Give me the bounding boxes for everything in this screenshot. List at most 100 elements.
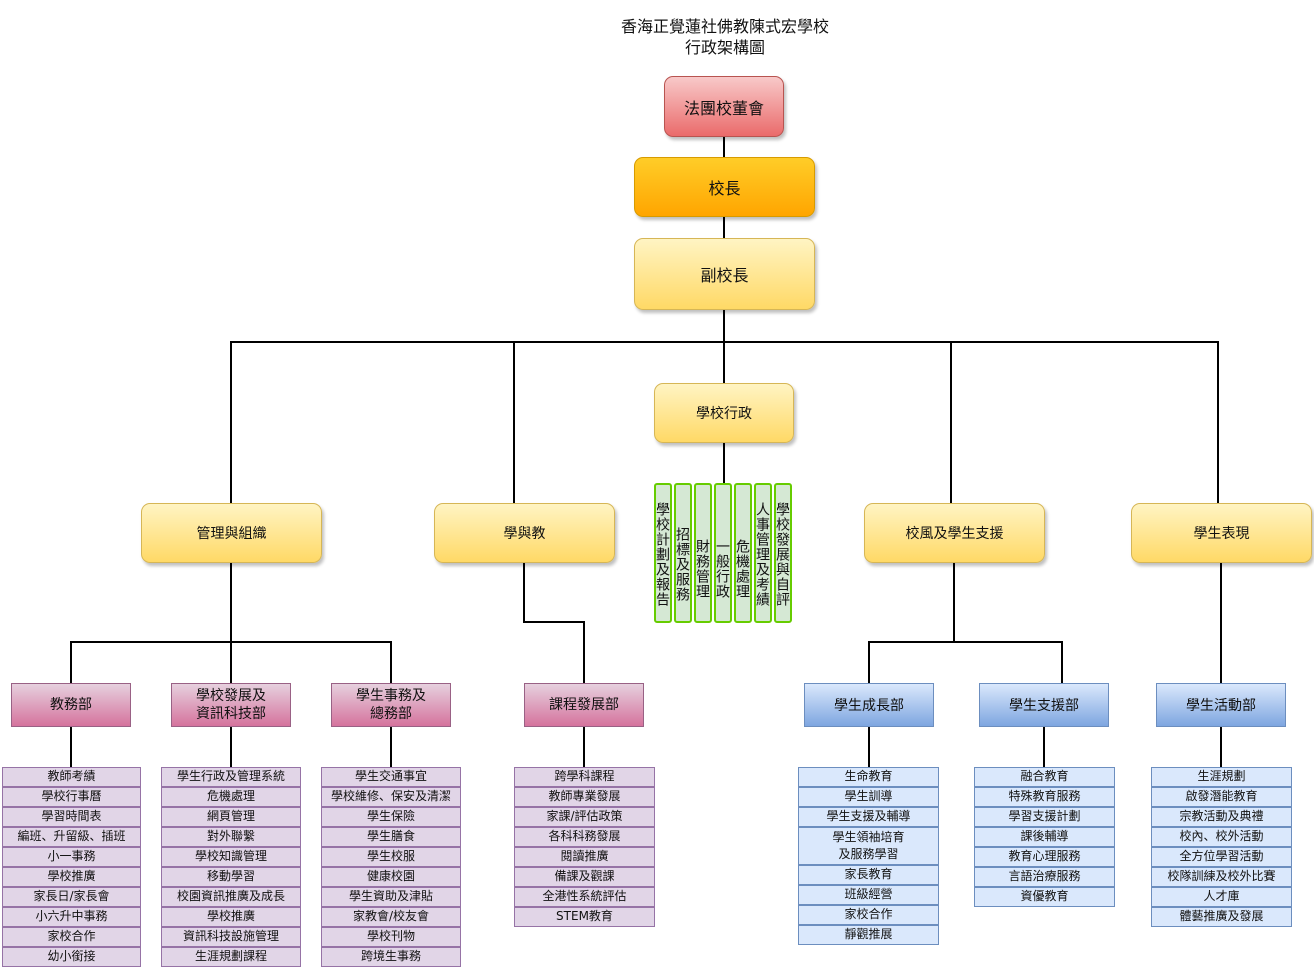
list-item[interactable]: 學生保險 [321,807,461,827]
list-item[interactable]: 班級經營 [798,885,939,905]
list-item[interactable]: 閱讀推廣 [514,847,655,867]
list-item[interactable]: 融合教育 [974,767,1115,787]
admin-function-item[interactable]: 財務管理 [694,483,712,623]
admin-function-item[interactable]: 學校計劃及報告 [654,483,672,623]
list-item[interactable]: 生涯規劃 [1151,767,1292,787]
list-item[interactable]: 學生交通事宜 [321,767,461,787]
list-item[interactable]: 學校知識管理 [161,847,301,867]
school-board-node[interactable]: 法團校董會 [664,76,784,137]
list-item[interactable]: 啟發潛能教育 [1151,787,1292,807]
list-item[interactable]: 生涯規劃課程 [161,947,301,967]
domain-learning-teaching-node[interactable]: 學與教 [434,503,615,563]
list-item[interactable]: 移動學習 [161,867,301,887]
list-item[interactable]: 言語治療服務 [974,867,1115,887]
dept-school-dev-it-label-line2: 資訊科技部 [196,706,266,722]
domain-learning-teaching-label: 學與教 [503,526,546,542]
list-item[interactable]: 編班、升留級、插班 [2,827,141,847]
connector [70,641,392,683]
admin-function-item[interactable]: 一般行政 [714,483,732,623]
admin-function-item[interactable]: 學校發展與自評 [774,483,792,623]
list-item[interactable]: 學生訓導 [798,787,939,807]
dept-academic-affairs-node[interactable]: 教務部 [11,683,131,727]
admin-functions-group: 學校計劃及報告 招標及服務 財務管理 一般行政 危機處理 人事管理及考績 學校發… [654,483,794,623]
list-item[interactable]: 家長教育 [798,865,939,885]
list-item[interactable]: 危機處理 [161,787,301,807]
list-item[interactable]: 對外聯繫 [161,827,301,847]
domain-ethos-support-node[interactable]: 校風及學生支援 [864,503,1045,563]
list-item[interactable]: 校內、校外活動 [1151,827,1292,847]
list-item[interactable]: 生命教育 [798,767,939,787]
list-item[interactable]: 教育心理服務 [974,847,1115,867]
list-item[interactable]: 幼小銜接 [2,947,141,967]
school-board-label: 法團校董會 [683,98,764,118]
list-item[interactable]: 靜觀推展 [798,925,939,945]
admin-function-item[interactable]: 人事管理及考績 [754,483,772,623]
list-item[interactable]: 小一事務 [2,847,141,867]
list-item[interactable]: 體藝推廣及發展 [1151,907,1292,927]
dept-curriculum-list: 跨學科課程 教師專業發展 家課/評估政策 各科科務發展 閱讀推廣 備課及觀課 全… [514,767,655,927]
dept-school-dev-it-label-line1: 學校發展及 [196,688,266,704]
list-item[interactable]: 學校推廣 [2,867,141,887]
domain-school-admin-label: 學校行政 [696,406,752,422]
list-item[interactable]: 健康校園 [321,867,461,887]
principal-node[interactable]: 校長 [634,157,815,217]
domain-management-node[interactable]: 管理與組織 [141,503,322,563]
list-item[interactable]: 家長日/家長會 [2,887,141,907]
dept-student-affairs-list: 學生交通事宜 學校維修、保安及清潔 學生保險 學生膳食 學生校服 健康校園 學生… [321,767,461,967]
domain-student-performance-node[interactable]: 學生表現 [1131,503,1312,563]
domain-school-admin-node[interactable]: 學校行政 [654,383,794,443]
list-item[interactable]: 各科科務發展 [514,827,655,847]
list-item[interactable]: 備課及觀課 [514,867,655,887]
list-item[interactable]: 跨境生事務 [321,947,461,967]
dept-student-affairs-node[interactable]: 學生事務及 總務部 [331,683,451,727]
dept-academic-affairs-label: 教務部 [50,697,92,713]
list-item[interactable]: 家校合作 [2,927,141,947]
vice-principal-node[interactable]: 副校長 [634,238,815,310]
dept-student-activities-node[interactable]: 學生活動部 [1156,683,1286,727]
list-item[interactable]: 家教會/校友會 [321,907,461,927]
list-item[interactable]: 教師考績 [2,767,141,787]
list-item[interactable]: 學習時間表 [2,807,141,827]
list-item[interactable]: 特殊教育服務 [974,787,1115,807]
admin-function-item[interactable]: 危機處理 [734,483,752,623]
list-item[interactable]: 學生膳食 [321,827,461,847]
dept-student-support-node[interactable]: 學生支援部 [979,683,1109,727]
list-item[interactable]: 宗教活動及典禮 [1151,807,1292,827]
list-item[interactable]: 家校合作 [798,905,939,925]
dept-school-dev-it-node[interactable]: 學校發展及 資訊科技部 [171,683,291,727]
list-item[interactable]: 跨學科課程 [514,767,655,787]
list-item[interactable]: 資優教育 [974,887,1115,907]
list-item[interactable]: 校園資訊推廣及成長 [161,887,301,907]
list-item[interactable]: 學校刊物 [321,927,461,947]
list-item[interactable]: 學生領袖培育 及服務學習 [798,827,939,865]
list-item[interactable]: 人才庫 [1151,887,1292,907]
list-item[interactable]: 全港性系統評估 [514,887,655,907]
list-item[interactable]: 家課/評估政策 [514,807,655,827]
dept-academic-affairs-list: 教師考績 學校行事曆 學習時間表 編班、升留級、插班 小一事務 學校推廣 家長日… [2,767,141,967]
list-item[interactable]: 學習支援計劃 [974,807,1115,827]
admin-function-item[interactable]: 招標及服務 [674,483,692,623]
list-item[interactable]: 小六升中事務 [2,907,141,927]
list-item[interactable]: 資訊科技設施管理 [161,927,301,947]
dept-student-support-label: 學生支援部 [1009,698,1079,714]
domain-management-label: 管理與組織 [196,526,267,542]
domain-ethos-support-label: 校風及學生支援 [905,526,1004,542]
dept-student-growth-node[interactable]: 學生成長部 [804,683,934,727]
dept-student-growth-list: 生命教育 學生訓導 學生支援及輔導 學生領袖培育 及服務學習 家長教育 班級經營… [798,767,939,945]
list-item[interactable]: 學生支援及輔導 [798,807,939,827]
list-item[interactable]: 全方位學習活動 [1151,847,1292,867]
list-item[interactable]: 學校推廣 [161,907,301,927]
list-item[interactable]: 教師專業發展 [514,787,655,807]
list-item[interactable]: 學校行事曆 [2,787,141,807]
list-item[interactable]: 校隊訓練及校外比賽 [1151,867,1292,887]
chart-title-line2: 行政架構圖 [684,38,765,57]
list-item[interactable]: 課後輔導 [974,827,1115,847]
vice-principal-label: 副校長 [700,266,749,285]
list-item[interactable]: STEM教育 [514,907,655,927]
dept-curriculum-node[interactable]: 課程發展部 [524,683,644,727]
list-item[interactable]: 學生行政及管理系統 [161,767,301,787]
list-item[interactable]: 學生校服 [321,847,461,867]
list-item[interactable]: 網頁管理 [161,807,301,827]
list-item[interactable]: 學校維修、保安及清潔 [321,787,461,807]
list-item[interactable]: 學生資助及津貼 [321,887,461,907]
